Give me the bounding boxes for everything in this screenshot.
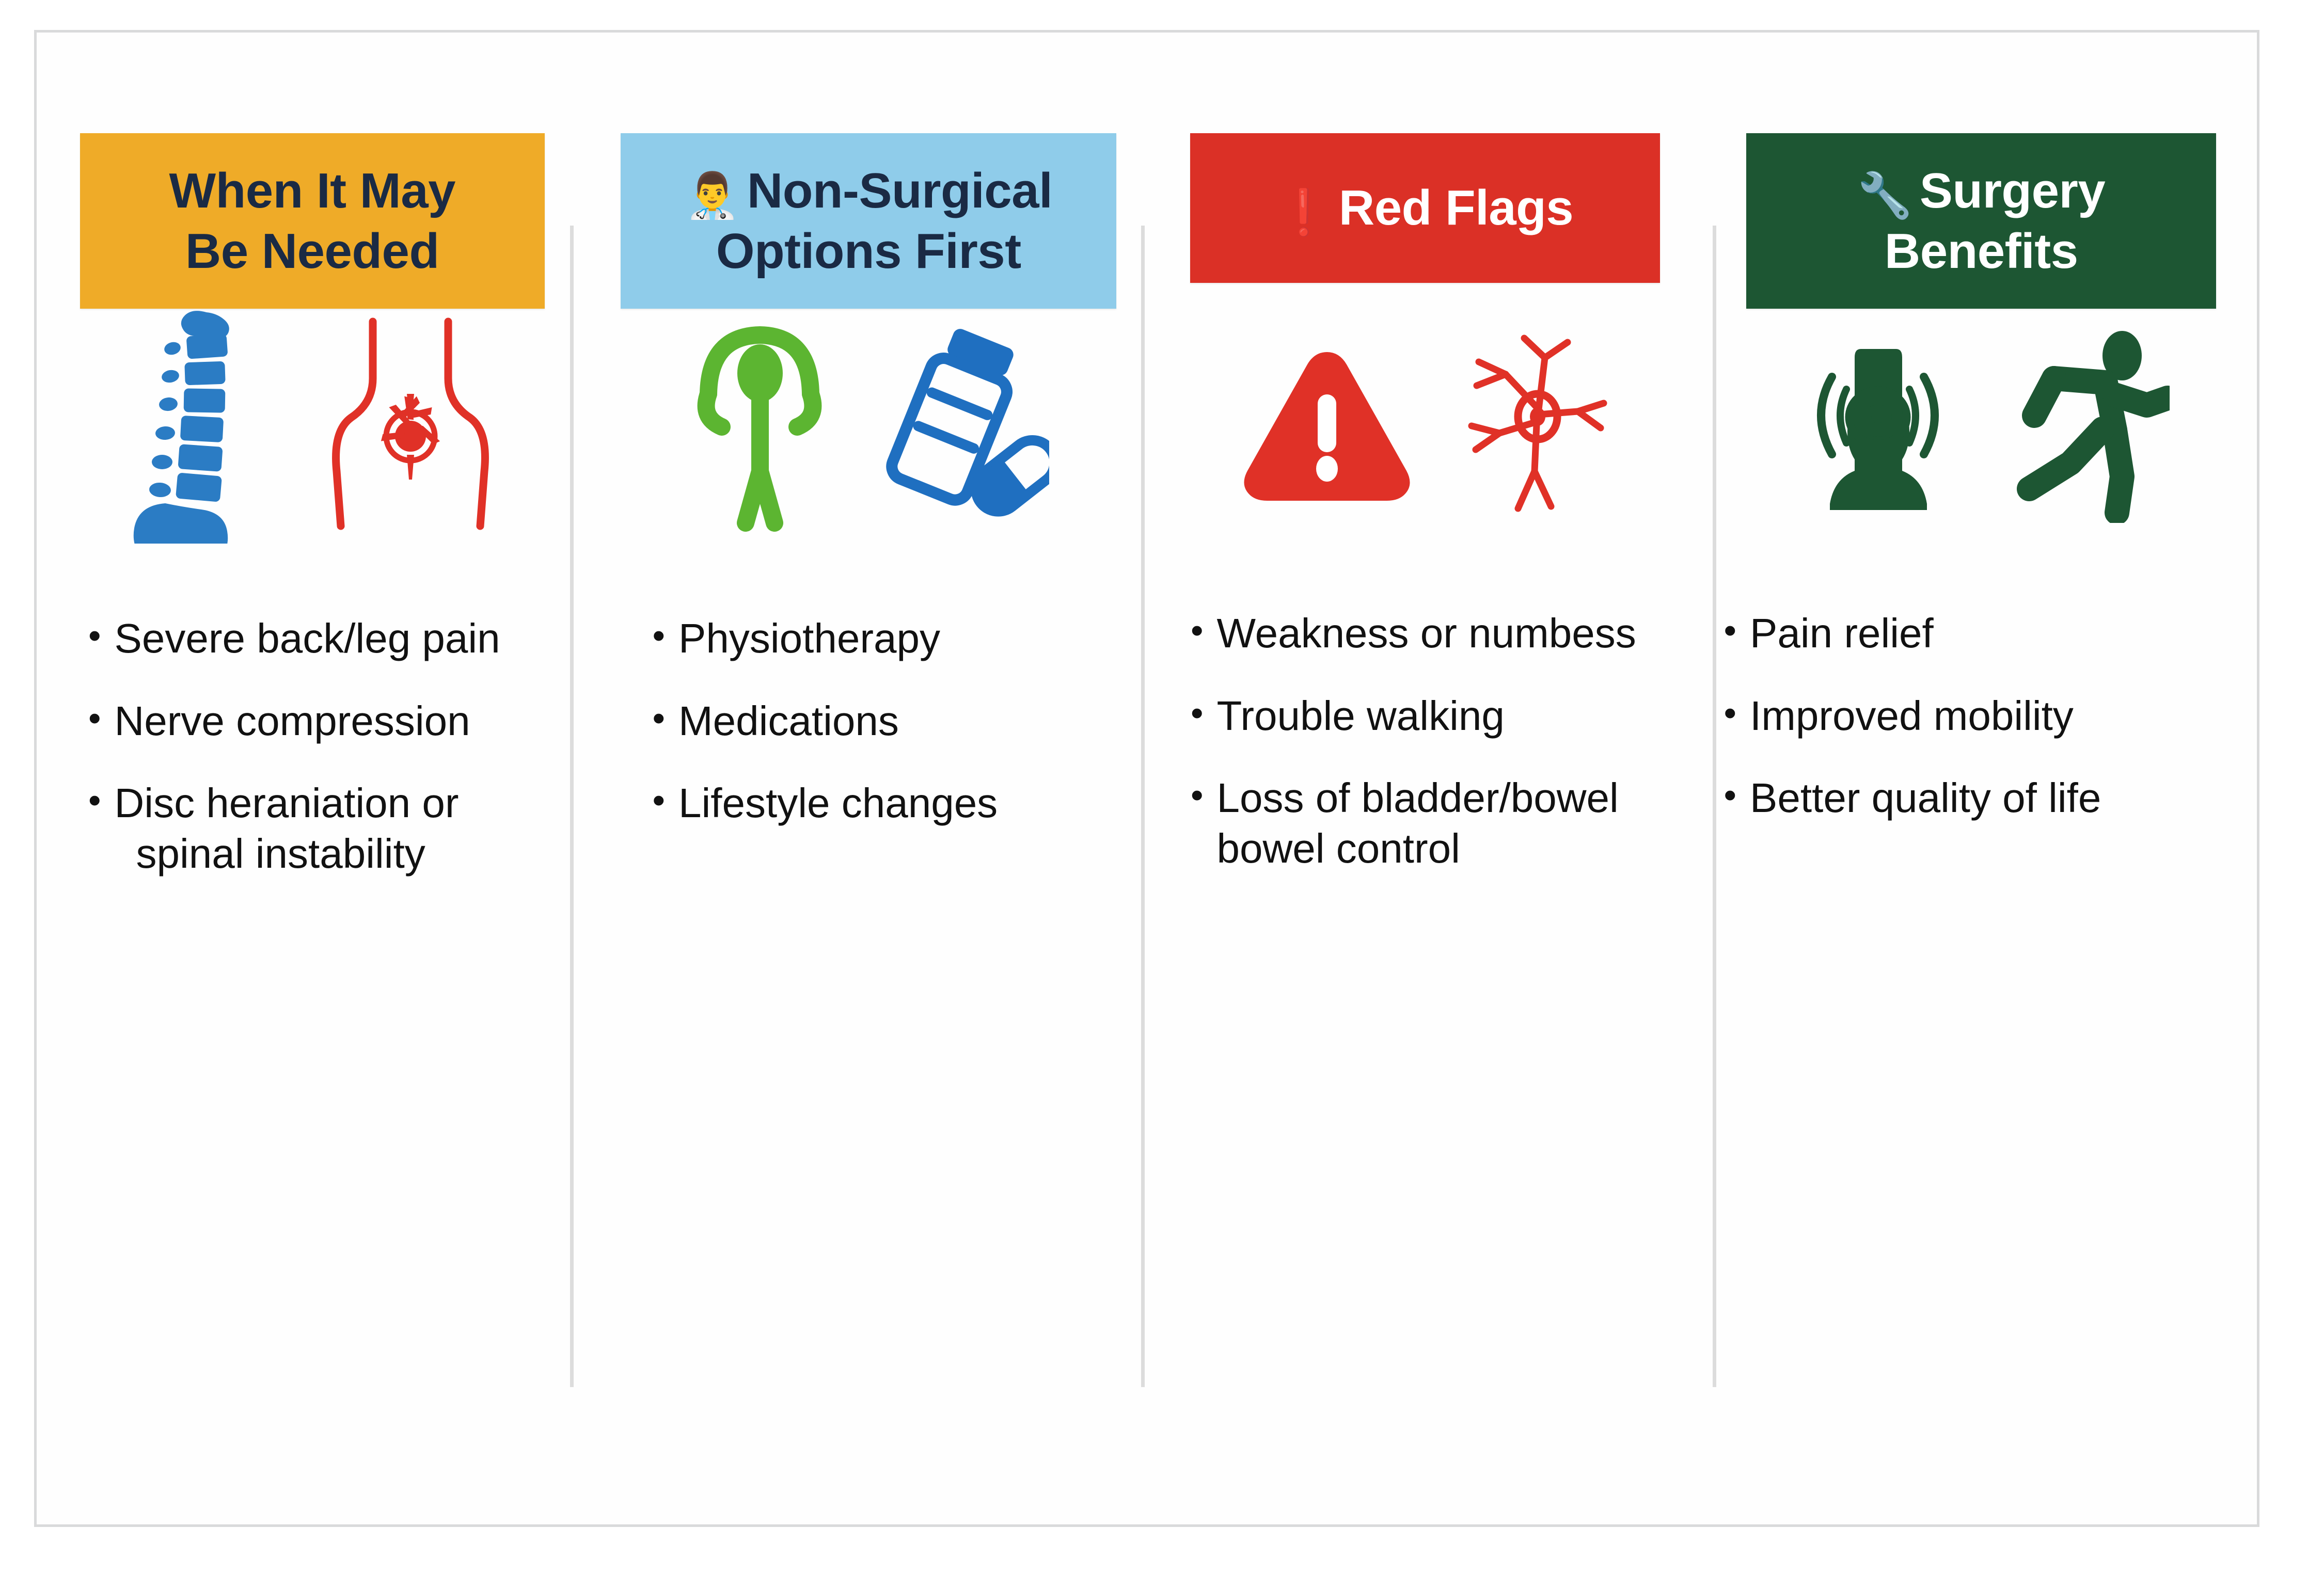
exclamation-icon: ❗ xyxy=(1276,188,1332,238)
bullet-marker: • xyxy=(1724,610,1737,650)
bullet-text: Improved mobility xyxy=(1750,692,2074,739)
bullet-text: Physiotherapy xyxy=(678,615,940,661)
header-wrap-2: 👨‍⚕️Non-Surgical Options First xyxy=(591,30,1147,309)
bullet-marker: • xyxy=(88,780,101,821)
list-item: • Improved mobility xyxy=(1724,691,2260,741)
bullet-text-line2: bowel control xyxy=(1216,825,1460,871)
header-title-line1: When It May xyxy=(169,163,455,218)
column-divider-2 xyxy=(1141,226,1145,1387)
header-wrap-3: ❗Red Flags xyxy=(1147,30,1703,283)
list-item: • Loss of bladder/bowel bowel control xyxy=(1191,773,1703,873)
bullet-text: Better quality of life xyxy=(1750,775,2101,821)
list-item: • Physiotherapy xyxy=(653,613,1147,664)
columns-container: When It May Be Needed xyxy=(34,30,2259,1527)
list-item: • Disc heraniation or spinal instability xyxy=(88,778,591,879)
bullet-marker: • xyxy=(88,615,101,656)
icon-row-4 xyxy=(1703,257,2260,577)
list-item: • Pain relief xyxy=(1724,608,2260,659)
back-pain-icon xyxy=(331,317,489,530)
list-item: • Severe back/leg pain xyxy=(88,613,591,664)
bullet-text: Nerve compression xyxy=(114,697,470,744)
bullet-marker: • xyxy=(1724,692,1737,733)
column-non-surgical-options-first: 👨‍⚕️Non-Surgical Options First xyxy=(591,30,1147,1527)
bullet-marker: • xyxy=(652,780,666,821)
header-title-line1: Red Flags xyxy=(1338,180,1574,236)
bullet-list-1: • Severe back/leg pain • Nerve compressi… xyxy=(34,577,591,1527)
bullet-text: Lifestyle changes xyxy=(678,780,998,826)
bullet-text-line2: spinal instability xyxy=(136,830,425,877)
header-title-line2: Be Needed xyxy=(185,224,439,279)
neuron-icon xyxy=(1468,335,1607,512)
column-header-when-it-may-be-needed: When It May Be Needed xyxy=(80,133,545,309)
bullet-marker: • xyxy=(1191,775,1204,816)
column-divider-1 xyxy=(570,226,574,1387)
column-header-non-surgical-options-first: 👨‍⚕️Non-Surgical Options First xyxy=(621,133,1117,309)
header-title-4: 🔧Surgery Benefits xyxy=(1857,161,2105,281)
header-title-line1: Non-Surgical xyxy=(747,163,1053,218)
header-wrap-4: 🔧Surgery Benefits xyxy=(1703,30,2260,309)
bullet-text: Loss of bladder/bowel xyxy=(1216,775,1619,821)
warning-triangle-icon xyxy=(1244,352,1410,501)
medicine-bottle-pill-icon xyxy=(886,329,1050,517)
health-worker-icon: 👨‍⚕️ xyxy=(685,170,740,220)
list-item: • Trouble walking xyxy=(1191,691,1703,741)
bullet-list-3: • Weakness or numbess • Trouble walking … xyxy=(1147,577,1703,1527)
column-header-red-flags: ❗Red Flags xyxy=(1190,133,1660,283)
header-title-line2: Benefits xyxy=(1884,224,2078,279)
bullet-marker: • xyxy=(88,697,101,738)
header-title-2: 👨‍⚕️Non-Surgical Options First xyxy=(685,161,1052,281)
wrench-icon: 🔧 xyxy=(1857,170,1912,220)
bullet-text: Trouble walking xyxy=(1216,692,1505,739)
bullet-list-2: • Physiotherapy • Medications • Lifestyl… xyxy=(591,577,1147,1527)
column-when-it-may-be-needed: When It May Be Needed xyxy=(34,30,591,1527)
column-surgery-benefits: 🔧Surgery Benefits xyxy=(1703,30,2260,1527)
header-title-3: ❗Red Flags xyxy=(1276,178,1573,238)
icon-row-3 xyxy=(1147,257,1703,577)
icon-row-2 xyxy=(591,257,1147,577)
running-figure-icon xyxy=(2017,331,2170,523)
list-item: • Weakness or numbess xyxy=(1191,608,1703,659)
list-item: • Nerve compression xyxy=(88,696,591,746)
bullet-marker: • xyxy=(1191,610,1204,650)
vertebra-relief-icon xyxy=(1817,349,1939,510)
header-title-1: When It May Be Needed xyxy=(169,161,455,281)
bullet-text: Weakness or numbess xyxy=(1216,610,1636,656)
bullet-list-4: • Pain relief • Improved mobility • Bett… xyxy=(1703,577,2260,1527)
bullet-marker: • xyxy=(1724,775,1737,816)
list-item: • Lifestyle changes xyxy=(653,778,1147,829)
column-header-surgery-benefits: 🔧Surgery Benefits xyxy=(1746,133,2217,309)
icon-row-1 xyxy=(34,257,591,577)
header-title-line2: Options First xyxy=(716,224,1021,279)
header-title-line1: Surgery xyxy=(1919,163,2106,218)
exercise-figure-icon xyxy=(697,326,822,532)
bullet-marker: • xyxy=(652,615,666,656)
header-wrap-1: When It May Be Needed xyxy=(34,30,591,309)
column-divider-3 xyxy=(1713,226,1716,1387)
column-red-flags: ❗Red Flags xyxy=(1147,30,1703,1527)
bullet-text: Severe back/leg pain xyxy=(114,615,500,661)
bullet-text: Medications xyxy=(678,697,899,744)
list-item: • Better quality of life xyxy=(1724,773,2260,823)
spine-icon xyxy=(133,311,229,544)
bullet-text: Disc heraniation or xyxy=(114,780,459,826)
bullet-text: Pain relief xyxy=(1750,610,1934,656)
bullet-marker: • xyxy=(652,697,666,738)
bullet-marker: • xyxy=(1191,692,1204,733)
list-item: • Medications xyxy=(653,696,1147,746)
